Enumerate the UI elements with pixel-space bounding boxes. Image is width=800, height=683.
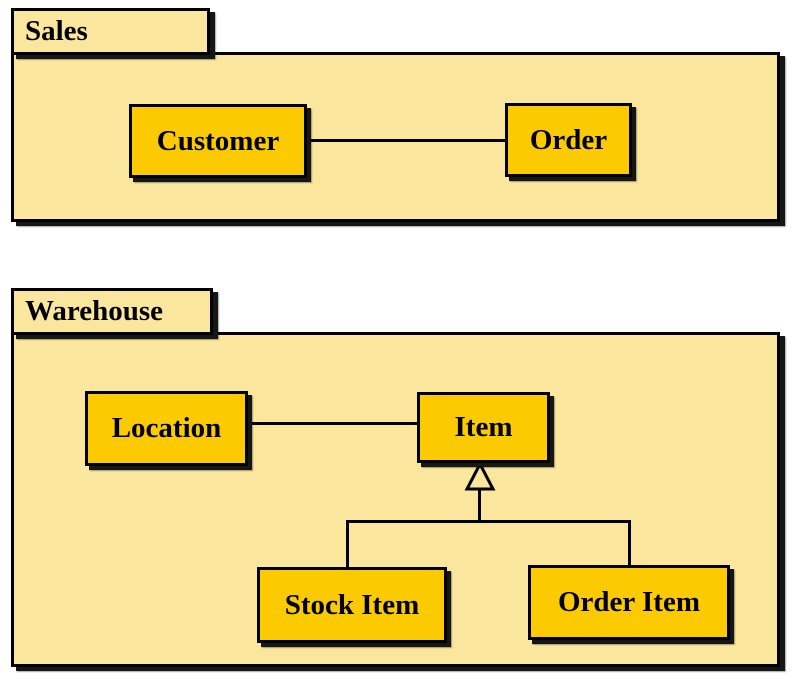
class-label-location: Location [111, 412, 222, 444]
class-box-location: Location [85, 391, 248, 466]
class-box-item: Item [417, 392, 550, 463]
association-location-item-line [246, 422, 418, 425]
package-warehouse-title: Warehouse [25, 295, 164, 327]
class-box-order-item: Order Item [528, 565, 730, 640]
class-box-stock-item: Stock Item [257, 567, 447, 643]
class-label-item: Item [454, 411, 513, 443]
class-box-order: Order [505, 103, 632, 177]
generalization-orderitem-line [628, 520, 631, 566]
class-label-customer: Customer [156, 124, 280, 157]
class-label-stock-item: Stock Item [284, 588, 420, 621]
package-sales-tab: Sales [11, 8, 210, 55]
package-sales-title: Sales [25, 15, 88, 47]
class-label-order-item: Order Item [558, 586, 700, 618]
association-customer-order-line [305, 139, 507, 142]
generalization-stockitem-line [346, 520, 349, 568]
class-label-order: Order [529, 123, 608, 156]
package-warehouse-tab: Warehouse [11, 288, 213, 335]
generalization-crossbar-line [346, 520, 631, 523]
class-box-customer: Customer [129, 104, 307, 178]
generalization-arrow-icon [464, 462, 496, 491]
package-sales-body [11, 52, 780, 222]
generalization-stem-line [478, 489, 481, 522]
